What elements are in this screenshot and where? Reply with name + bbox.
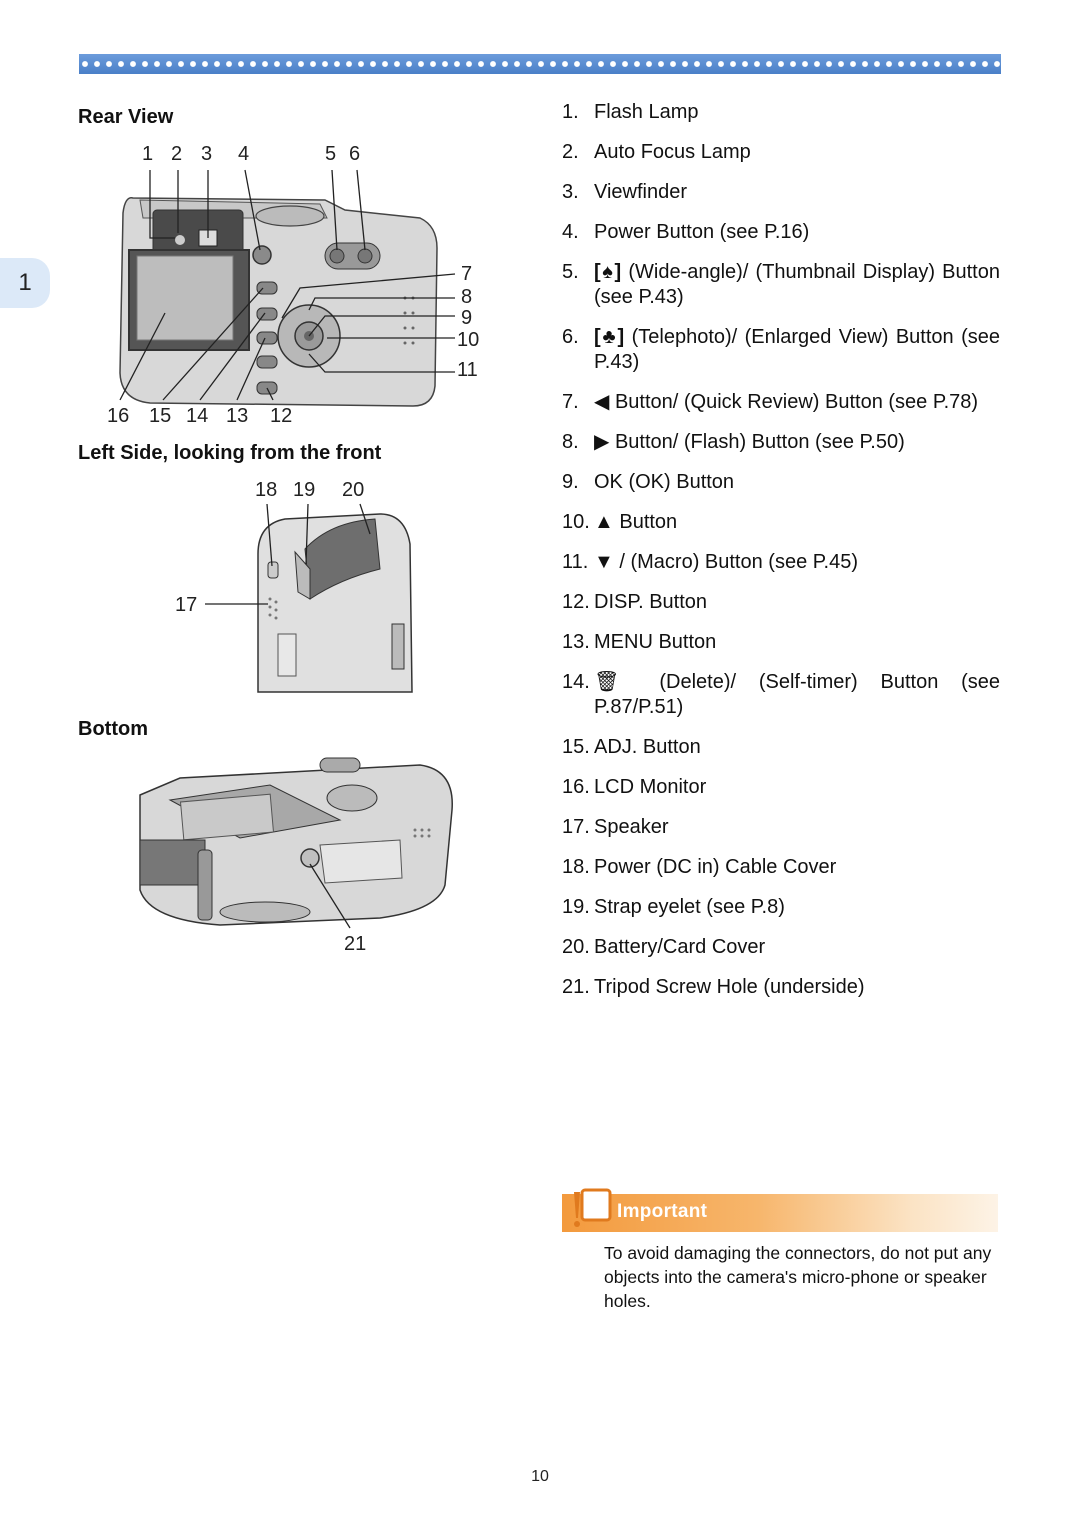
- rear-view-figure: 1 2 3 4 5 6 7 8 9 10 11 16 15 14 13 12: [107, 143, 479, 427]
- telephoto-icon: [♣]: [594, 326, 632, 348]
- callout-13: 13: [226, 405, 248, 427]
- bottom-callout-lines: [309, 863, 351, 929]
- callout-7: 7: [461, 263, 472, 285]
- important-note-icon: [574, 1188, 612, 1227]
- down-arrow-icon: ▼: [594, 551, 620, 573]
- list-item: 17.Speaker: [562, 816, 669, 838]
- bottom-heading: Bottom: [78, 718, 148, 740]
- list-item: 20.Battery/Card Cover: [562, 936, 766, 958]
- callout-10: 10: [457, 329, 479, 351]
- important-banner: Important: [562, 1188, 998, 1232]
- callout-16: 16: [107, 405, 129, 427]
- callout-4: 4: [238, 143, 249, 165]
- callout-17: 17: [175, 594, 197, 616]
- important-text: To avoid damaging the connectors, do not…: [604, 1243, 992, 1311]
- callout-5: 5: [325, 143, 336, 165]
- list-item: 8.▶ Button/ (Flash) Button (see P.50): [562, 431, 905, 453]
- callout-18: 18: [255, 479, 277, 501]
- callout-3: 3: [201, 143, 212, 165]
- rear-callout-lines: [119, 169, 456, 401]
- list-item: 14.🗑 (Delete)/ (Self-timer) Button (see …: [562, 671, 1000, 718]
- list-item: 6.[♣] (Telephoto)/ (Enlarged View) Butto…: [562, 326, 1000, 373]
- callout-12: 12: [270, 405, 292, 427]
- parts-list: 1.Flash Lamp 2.Auto Focus Lamp 3.Viewfin…: [562, 100, 1000, 1015]
- callout-1: 1: [142, 143, 153, 165]
- callout-21: 21: [344, 933, 366, 955]
- callout-15: 15: [149, 405, 171, 427]
- callout-8: 8: [461, 286, 472, 308]
- camera-left-side-illustration: [257, 513, 413, 693]
- camera-rear-illustration: [119, 197, 438, 407]
- chapter-tab: 1: [0, 258, 50, 308]
- list-item: 7.◀ Button/ (Quick Review) Button (see P…: [562, 391, 979, 413]
- list-item: 11.▼ / (Macro) Button (see P.45): [562, 551, 858, 573]
- top-decorative-banner: [79, 54, 1001, 74]
- rear-view-heading: Rear View: [78, 106, 174, 128]
- list-item: 10.▲ Button: [562, 511, 678, 533]
- list-item: 4.Power Button (see P.16): [562, 221, 810, 243]
- list-item: 1.Flash Lamp: [562, 101, 699, 123]
- bottom-view-figure: 21: [139, 757, 453, 955]
- trash-icon: 🗑: [594, 671, 660, 693]
- list-item: 9.OK (OK) Button: [562, 471, 735, 493]
- left-side-figure: 18 19 20 17: [175, 479, 413, 693]
- callout-2: 2: [171, 143, 182, 165]
- list-item: 3.Viewfinder: [562, 181, 688, 203]
- important-title: Important: [617, 1201, 708, 1222]
- callout-14: 14: [186, 405, 208, 427]
- page-number: 10: [531, 1468, 549, 1485]
- list-item: 21.Tripod Screw Hole (underside): [562, 976, 865, 998]
- left-arrow-icon: ◀: [594, 391, 615, 413]
- callout-19: 19: [293, 479, 315, 501]
- left-callout-lines: [205, 503, 371, 605]
- callout-9: 9: [461, 307, 472, 329]
- wide-angle-icon: [♠]: [594, 261, 629, 283]
- up-arrow-icon: ▲: [594, 511, 620, 533]
- list-item: 19.Strap eyelet (see P.8): [562, 896, 785, 918]
- list-item: 18.Power (DC in) Cable Cover: [562, 856, 837, 878]
- list-item: 2.Auto Focus Lamp: [562, 141, 751, 163]
- list-item: 12.DISP. Button: [562, 591, 708, 613]
- left-side-heading: Left Side, looking from the front: [78, 442, 382, 464]
- list-item: 5.[♠] (Wide-angle)/ (Thumbnail Display) …: [562, 261, 1000, 308]
- callout-6: 6: [349, 143, 360, 165]
- list-item: 15.ADJ. Button: [562, 736, 701, 758]
- callout-20: 20: [342, 479, 364, 501]
- list-item: 16.LCD Monitor: [562, 776, 707, 798]
- callout-11: 11: [457, 359, 478, 381]
- list-item: 13.MENU Button: [562, 631, 717, 653]
- right-arrow-icon: ▶: [594, 431, 615, 453]
- camera-bottom-illustration: [139, 757, 453, 926]
